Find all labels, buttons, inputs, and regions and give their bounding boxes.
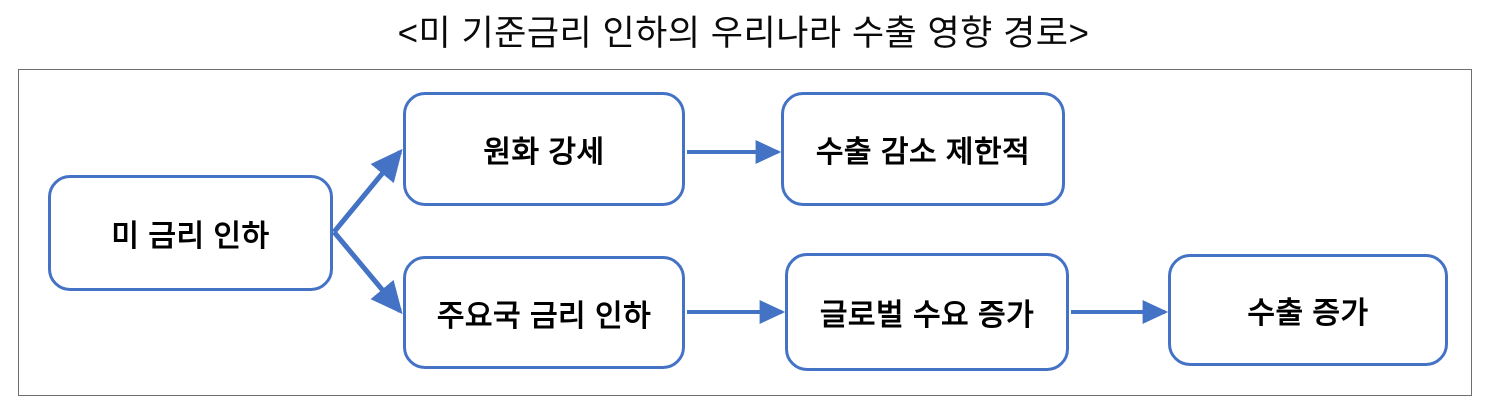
node-won-appreciation[interactable]: 원화 강세	[403, 92, 685, 206]
node-export-up[interactable]: 수출 증가	[1168, 254, 1448, 366]
node-label: 미 금리 인하	[111, 220, 270, 253]
node-export-drop-limited[interactable]: 수출 감소 제한적	[781, 92, 1065, 206]
node-us-rate-cut[interactable]: 미 금리 인하	[48, 175, 333, 291]
node-label: 수출 감소 제한적	[815, 136, 1031, 169]
node-global-demand-up[interactable]: 글로벌 수요 증가	[785, 253, 1069, 371]
node-label: 주요국 금리 인하	[436, 299, 652, 333]
node-major-rate-cut[interactable]: 주요국 금리 인하	[403, 256, 685, 369]
node-label: 원화 강세	[483, 136, 605, 169]
node-label: 수출 증가	[1247, 297, 1369, 330]
page-title: <미 기준금리 인하의 우리나라 수출 영향 경로>	[397, 14, 1090, 53]
node-label: 글로벌 수요 증가	[819, 299, 1035, 332]
